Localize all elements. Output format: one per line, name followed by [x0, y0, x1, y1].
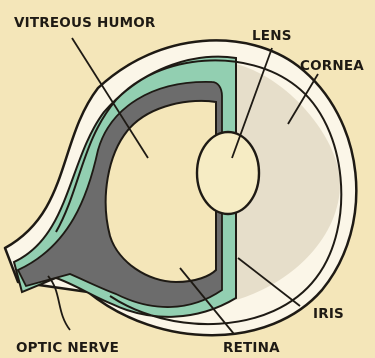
lens [197, 132, 259, 214]
label-retina: RETINA [223, 340, 280, 356]
label-cornea: CORNEA [300, 58, 364, 74]
label-lens: LENS [252, 28, 292, 44]
label-optic-nerve: OPTIC NERVE [16, 340, 119, 356]
label-vitreous-humor: VITREOUS HUMOR [14, 15, 156, 31]
label-iris: IRIS [313, 306, 344, 322]
